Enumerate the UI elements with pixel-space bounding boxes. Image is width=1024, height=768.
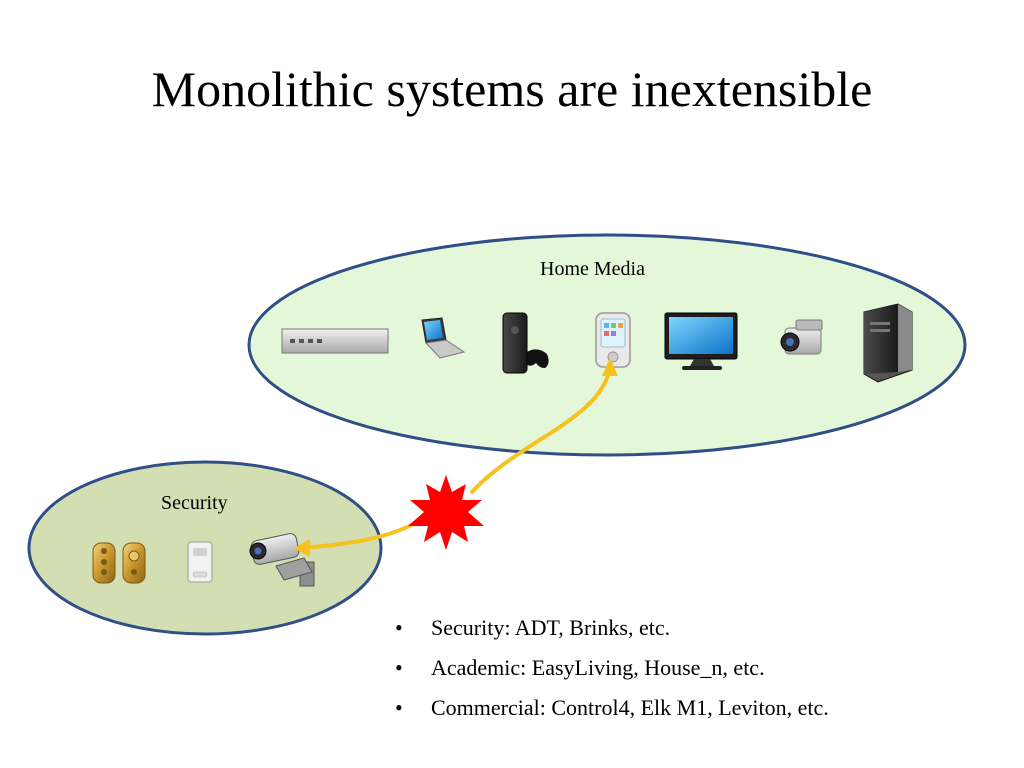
bullet-item: Academic: EasyLiving, House_n, etc. [395,648,829,688]
security-camera-icon [249,533,315,587]
bullet-item: Security: ADT, Brinks, etc. [395,608,829,648]
desktop-tower-icon [863,303,913,383]
door-lock-icon [122,542,146,584]
door-lock-icon [92,542,116,584]
conflict-burst-icon [408,475,484,550]
security-label: Security [161,492,228,514]
bullet-list: Security: ADT, Brinks, etc. Academic: Ea… [395,608,829,728]
arrowhead-top [602,358,618,376]
arrowhead-left [294,539,310,557]
motion-sensor-icon [187,541,213,583]
monitor-icon [664,312,738,370]
home-media-label: Home Media [540,258,645,280]
bullet-item: Commercial: Control4, Elk M1, Leviton, e… [395,688,829,728]
camcorder-icon [780,319,823,355]
network-switch-icon [280,328,390,354]
pda-icon [595,312,631,368]
laptop-icon [421,317,466,359]
slide-title: Monolithic systems are inextensible [151,61,873,117]
game-console-icon [502,312,549,374]
